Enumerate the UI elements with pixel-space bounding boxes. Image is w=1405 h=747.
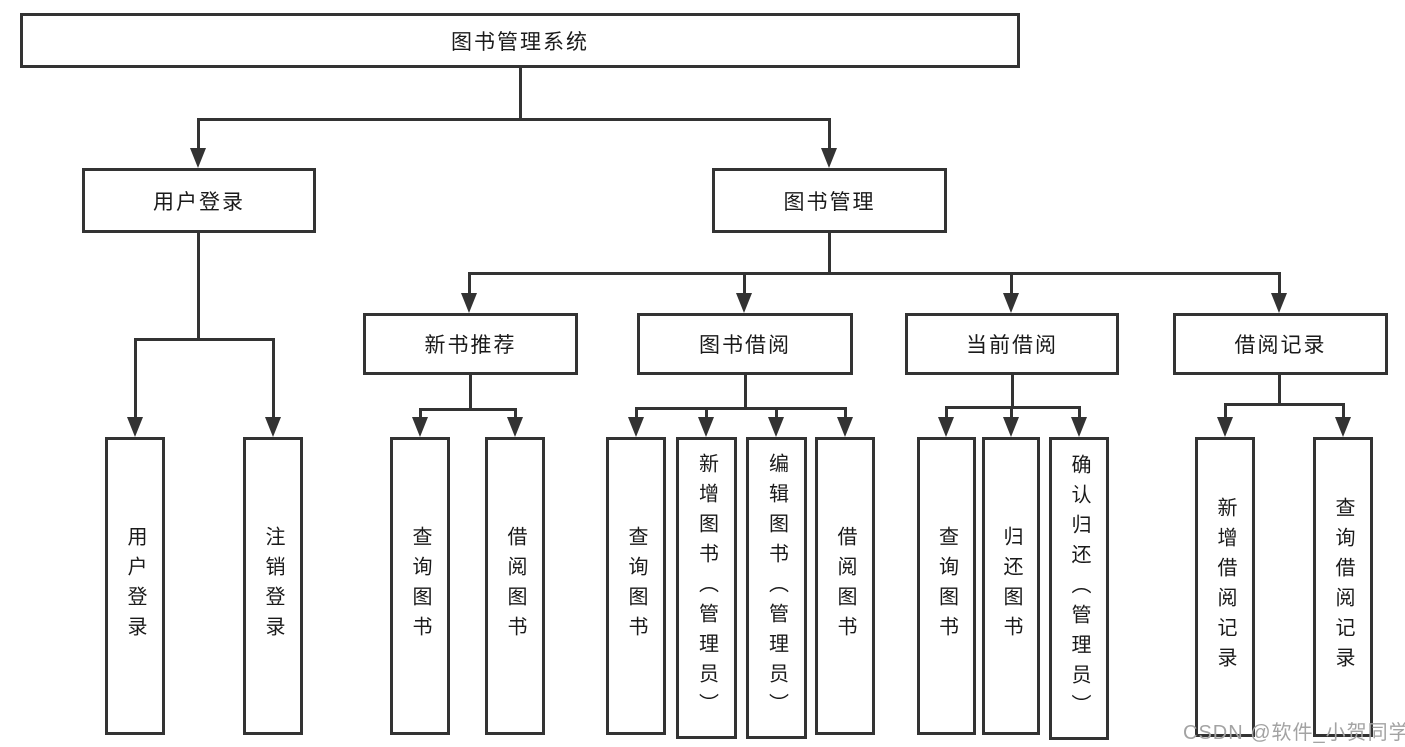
csdn-watermark: CSDN @软件_小贺同学 (1183, 722, 1405, 744)
node-user-login: 用户登录 (82, 168, 316, 233)
node-label: 新书推荐 (424, 334, 517, 357)
arrowhead-down-icon (1003, 293, 1019, 313)
arrowhead-down-icon (1071, 417, 1087, 437)
leaf-borrowing-borrow-book: 借阅图书 (815, 437, 875, 735)
arrowhead-down-icon (507, 417, 523, 437)
leaf-logout: 注销登录 (243, 437, 303, 735)
connector-line (636, 407, 846, 410)
node-label: 查询图书 (935, 526, 958, 646)
connector-line (519, 68, 522, 118)
node-borrowing-records: 借阅记录 (1173, 313, 1388, 375)
connector-line (1010, 406, 1013, 418)
connector-line (1078, 406, 1081, 418)
arrowhead-down-icon (1003, 417, 1019, 437)
node-label: 注销登录 (262, 526, 284, 646)
leaf-add-borrow-record: 新增借阅记录 (1195, 437, 1255, 737)
leaf-edit-book-admin: 编辑图书（管理员） (746, 437, 807, 739)
leaf-recommend-borrow-book: 借阅图书 (485, 437, 545, 735)
connector-line (828, 118, 831, 150)
node-label: 归还图书 (1000, 526, 1022, 646)
node-label: 借阅记录 (1234, 334, 1327, 357)
connector-line (1225, 403, 1343, 406)
node-label: 图书管理 (783, 190, 876, 214)
arrowhead-down-icon (1217, 417, 1233, 437)
node-book-management: 图书管理 (712, 168, 947, 233)
arrowhead-down-icon (1335, 417, 1351, 437)
connector-line (828, 233, 831, 272)
node-label: 用户登录 (153, 190, 245, 214)
node-label: 借阅图书 (504, 526, 526, 646)
node-book-borrowing: 图书借阅 (637, 313, 853, 375)
arrowhead-down-icon (938, 417, 954, 437)
connector-line (1010, 272, 1013, 295)
connector-line (272, 338, 275, 417)
arrowhead-down-icon (1271, 293, 1287, 313)
node-current-borrowing: 当前借阅 (905, 313, 1119, 375)
leaf-confirm-return-admin: 确认归还（管理员） (1049, 437, 1109, 740)
connector-line (844, 407, 847, 418)
node-label: 新增借阅记录 (1214, 497, 1236, 677)
arrowhead-down-icon (736, 293, 752, 313)
connector-line (1224, 403, 1227, 418)
connector-line (469, 272, 1281, 275)
arrowhead-down-icon (768, 417, 784, 437)
connector-line (1011, 375, 1014, 406)
leaf-user-login: 用户登录 (105, 437, 165, 735)
node-label: 图书管理系统 (451, 30, 589, 54)
arrowhead-down-icon (190, 148, 206, 168)
connector-line (469, 375, 472, 408)
node-new-book-recommend: 新书推荐 (363, 313, 578, 375)
arrowhead-down-icon (461, 293, 477, 313)
arrowhead-down-icon (821, 148, 837, 168)
connector-line (945, 406, 948, 418)
connector-line (1278, 272, 1281, 295)
node-label: 图书借阅 (699, 334, 791, 357)
leaf-borrowing-query-book: 查询图书 (606, 437, 666, 735)
leaf-query-borrow-record: 查询借阅记录 (1313, 437, 1373, 737)
arrowhead-down-icon (412, 417, 428, 437)
connector-line (134, 338, 137, 417)
arrowhead-down-icon (127, 417, 143, 437)
arrowhead-down-icon (837, 417, 853, 437)
connector-line (514, 408, 517, 418)
connector-line (705, 407, 708, 418)
node-library-system: 图书管理系统 (20, 13, 1020, 68)
node-label: 新增图书（管理员） (695, 453, 718, 723)
node-label: 查询图书 (625, 526, 647, 646)
connector-line (134, 338, 275, 341)
node-label: 查询图书 (409, 526, 431, 646)
connector-line (946, 406, 1080, 409)
node-label: 编辑图书（管理员） (765, 453, 788, 723)
leaf-return-book: 归还图书 (982, 437, 1040, 735)
node-label: 用户登录 (124, 526, 146, 646)
node-label: 确认归还（管理员） (1068, 453, 1090, 724)
leaf-recommend-query-book: 查询图书 (390, 437, 450, 735)
node-label: 借阅图书 (834, 526, 856, 646)
connector-line (743, 272, 746, 295)
leaf-add-book-admin: 新增图书（管理员） (676, 437, 737, 739)
connector-line (635, 407, 638, 418)
leaf-current-query-book: 查询图书 (917, 437, 976, 735)
node-label: 查询借阅记录 (1332, 497, 1354, 677)
connector-line (197, 233, 200, 338)
arrowhead-down-icon (698, 417, 714, 437)
arrowhead-down-icon (628, 417, 644, 437)
connector-line (197, 118, 200, 150)
arrowhead-down-icon (265, 417, 281, 437)
connector-line (419, 408, 517, 411)
node-label: 当前借阅 (966, 334, 1058, 357)
connector-line (775, 407, 778, 418)
connector-line (468, 272, 471, 295)
connector-line (1278, 375, 1281, 403)
connector-line (419, 408, 422, 418)
connector-line (1342, 403, 1345, 418)
connector-line (198, 118, 831, 121)
connector-line (744, 375, 747, 407)
